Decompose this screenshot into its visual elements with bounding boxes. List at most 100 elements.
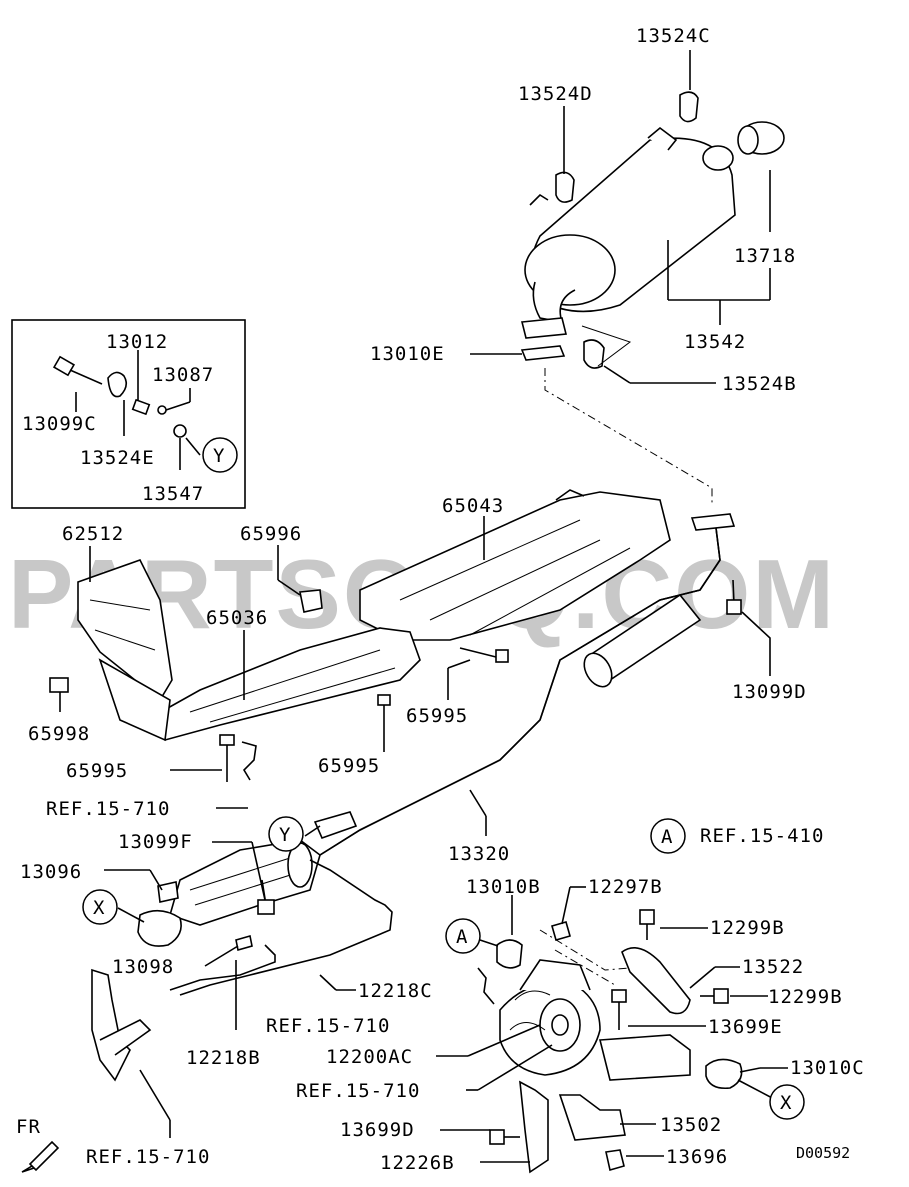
bracket-12226b [519, 1080, 549, 1174]
label-13096: 13096 [20, 861, 82, 883]
connection-line [544, 368, 713, 506]
label-65995-right: 65995 [406, 705, 468, 727]
marker-a-ref-text: A [661, 826, 673, 848]
label-13099f: 13099F [118, 831, 193, 853]
label-13502: 13502 [660, 1114, 722, 1136]
label-13524c: 13524C [636, 25, 711, 47]
label-12200ac: 12200AC [326, 1046, 413, 1068]
gasket-13010e [520, 345, 566, 361]
tail-pipe-13718 [737, 121, 785, 155]
inset-collar-13012 [131, 398, 151, 416]
inset-ring-13547 [173, 424, 187, 438]
o2-sensor-wire-12218c [179, 859, 393, 996]
hanger-13524c [679, 91, 699, 123]
heat-shield-65036 [148, 627, 421, 741]
label-13012: 13012 [106, 331, 168, 353]
label-13524d: 13524D [518, 83, 593, 105]
diagram-code: D00592 [796, 1144, 850, 1162]
center-pipe-13320 [319, 519, 721, 856]
nut-13096 [157, 881, 179, 903]
bolt-65995-center [377, 694, 391, 745]
nut-12297b [551, 921, 571, 941]
label-12226b: 12226B [380, 1152, 455, 1174]
label-12218c: 12218C [358, 980, 433, 1002]
label-13010e: 13010E [370, 343, 445, 365]
label-13524b: 13524B [722, 373, 797, 395]
pipe-flange-top [690, 513, 736, 531]
label-13522: 13522 [742, 956, 804, 978]
hanger-13524b [583, 339, 605, 369]
bolt-13699e [611, 989, 627, 1030]
pipe-hanger-bracket [313, 811, 358, 840]
bolt-13699d [489, 1129, 520, 1145]
marker-x-text: X [93, 897, 105, 919]
label-12297b: 12297B [588, 876, 663, 898]
label-65995-left: 65995 [66, 760, 128, 782]
gasket-13010e-upper [520, 317, 568, 339]
label-ref-15-410: REF.15-410 [700, 825, 824, 847]
direction-label: FR [16, 1116, 41, 1138]
label-13098: 13098 [112, 956, 174, 978]
label-65043: 65043 [442, 495, 504, 517]
harness-clip-upper [241, 741, 257, 781]
gasket-13010b [496, 939, 523, 969]
label-13010b: 13010B [466, 876, 541, 898]
label-13524e: 13524E [80, 447, 155, 469]
label-12299b-upper: 12299B [710, 917, 785, 939]
label-ref-15-710-a: REF.15-710 [46, 798, 170, 820]
label-65998: 65998 [28, 723, 90, 745]
label-65995-center: 65995 [318, 755, 380, 777]
label-62512: 62512 [62, 523, 124, 545]
label-13087: 13087 [152, 364, 214, 386]
bracket-62512 [77, 559, 173, 742]
muffler-13542 [524, 137, 736, 324]
bolt-12299b-upper [639, 909, 655, 940]
inset-marker-y [202, 437, 238, 473]
inset-hanger-13524e [107, 371, 128, 398]
gasket-13096 [137, 909, 182, 947]
marker-a-text: A [456, 926, 468, 948]
label-ref-15-710-c: REF.15-710 [296, 1080, 420, 1102]
label-13542: 13542 [684, 331, 746, 353]
label-13696: 13696 [666, 1146, 728, 1168]
harness-clip-lower [477, 967, 495, 1005]
label-ref-15-710-b: REF.15-710 [266, 1015, 390, 1037]
marker-x-lower-text: X [780, 1092, 792, 1114]
marker-x-lower [769, 1084, 805, 1120]
front-arrow-icon [21, 1140, 60, 1173]
inset-box [11, 319, 246, 509]
label-ref-15-710-d: REF.15-710 [86, 1146, 210, 1168]
bracket-13502 [558, 1094, 626, 1141]
label-65036: 65036 [206, 607, 268, 629]
marker-y [268, 816, 304, 852]
marker-x [82, 889, 118, 925]
marker-a-ref [650, 818, 686, 854]
bolt-65998 [49, 677, 69, 693]
label-13099d: 13099D [732, 681, 807, 703]
muffler-hanger-bracket [647, 126, 678, 151]
label-12218b: 12218B [186, 1047, 261, 1069]
marker-y-text: Y [279, 824, 291, 846]
label-13699d: 13699D [340, 1119, 415, 1141]
label-13010c: 13010C [790, 1057, 865, 1079]
harness-bracket [91, 968, 131, 1082]
o2-sensor-wire-12218b [169, 944, 276, 991]
marker-a [445, 918, 481, 954]
hanger-13524d [555, 171, 575, 203]
bolt-65995-left [219, 734, 235, 782]
label-13099c: 13099C [22, 413, 97, 435]
spring-13098 [235, 934, 253, 952]
nut-65996 [299, 589, 323, 613]
bolt-12299b-lower [700, 988, 729, 1004]
label-13718: 13718 [734, 245, 796, 267]
heat-protector-13522 [621, 946, 691, 1015]
gasket-13010c [705, 1058, 743, 1090]
inset-bolt-13099c [52, 355, 103, 385]
inset-washer-13087 [157, 405, 167, 415]
label-12299b-lower: 12299B [768, 986, 843, 1008]
bolt-65995-right [459, 647, 509, 663]
bolt-13099d [726, 579, 742, 615]
label-13699e: 13699E [708, 1016, 783, 1038]
inset-marker-y-text: Y [213, 445, 225, 467]
